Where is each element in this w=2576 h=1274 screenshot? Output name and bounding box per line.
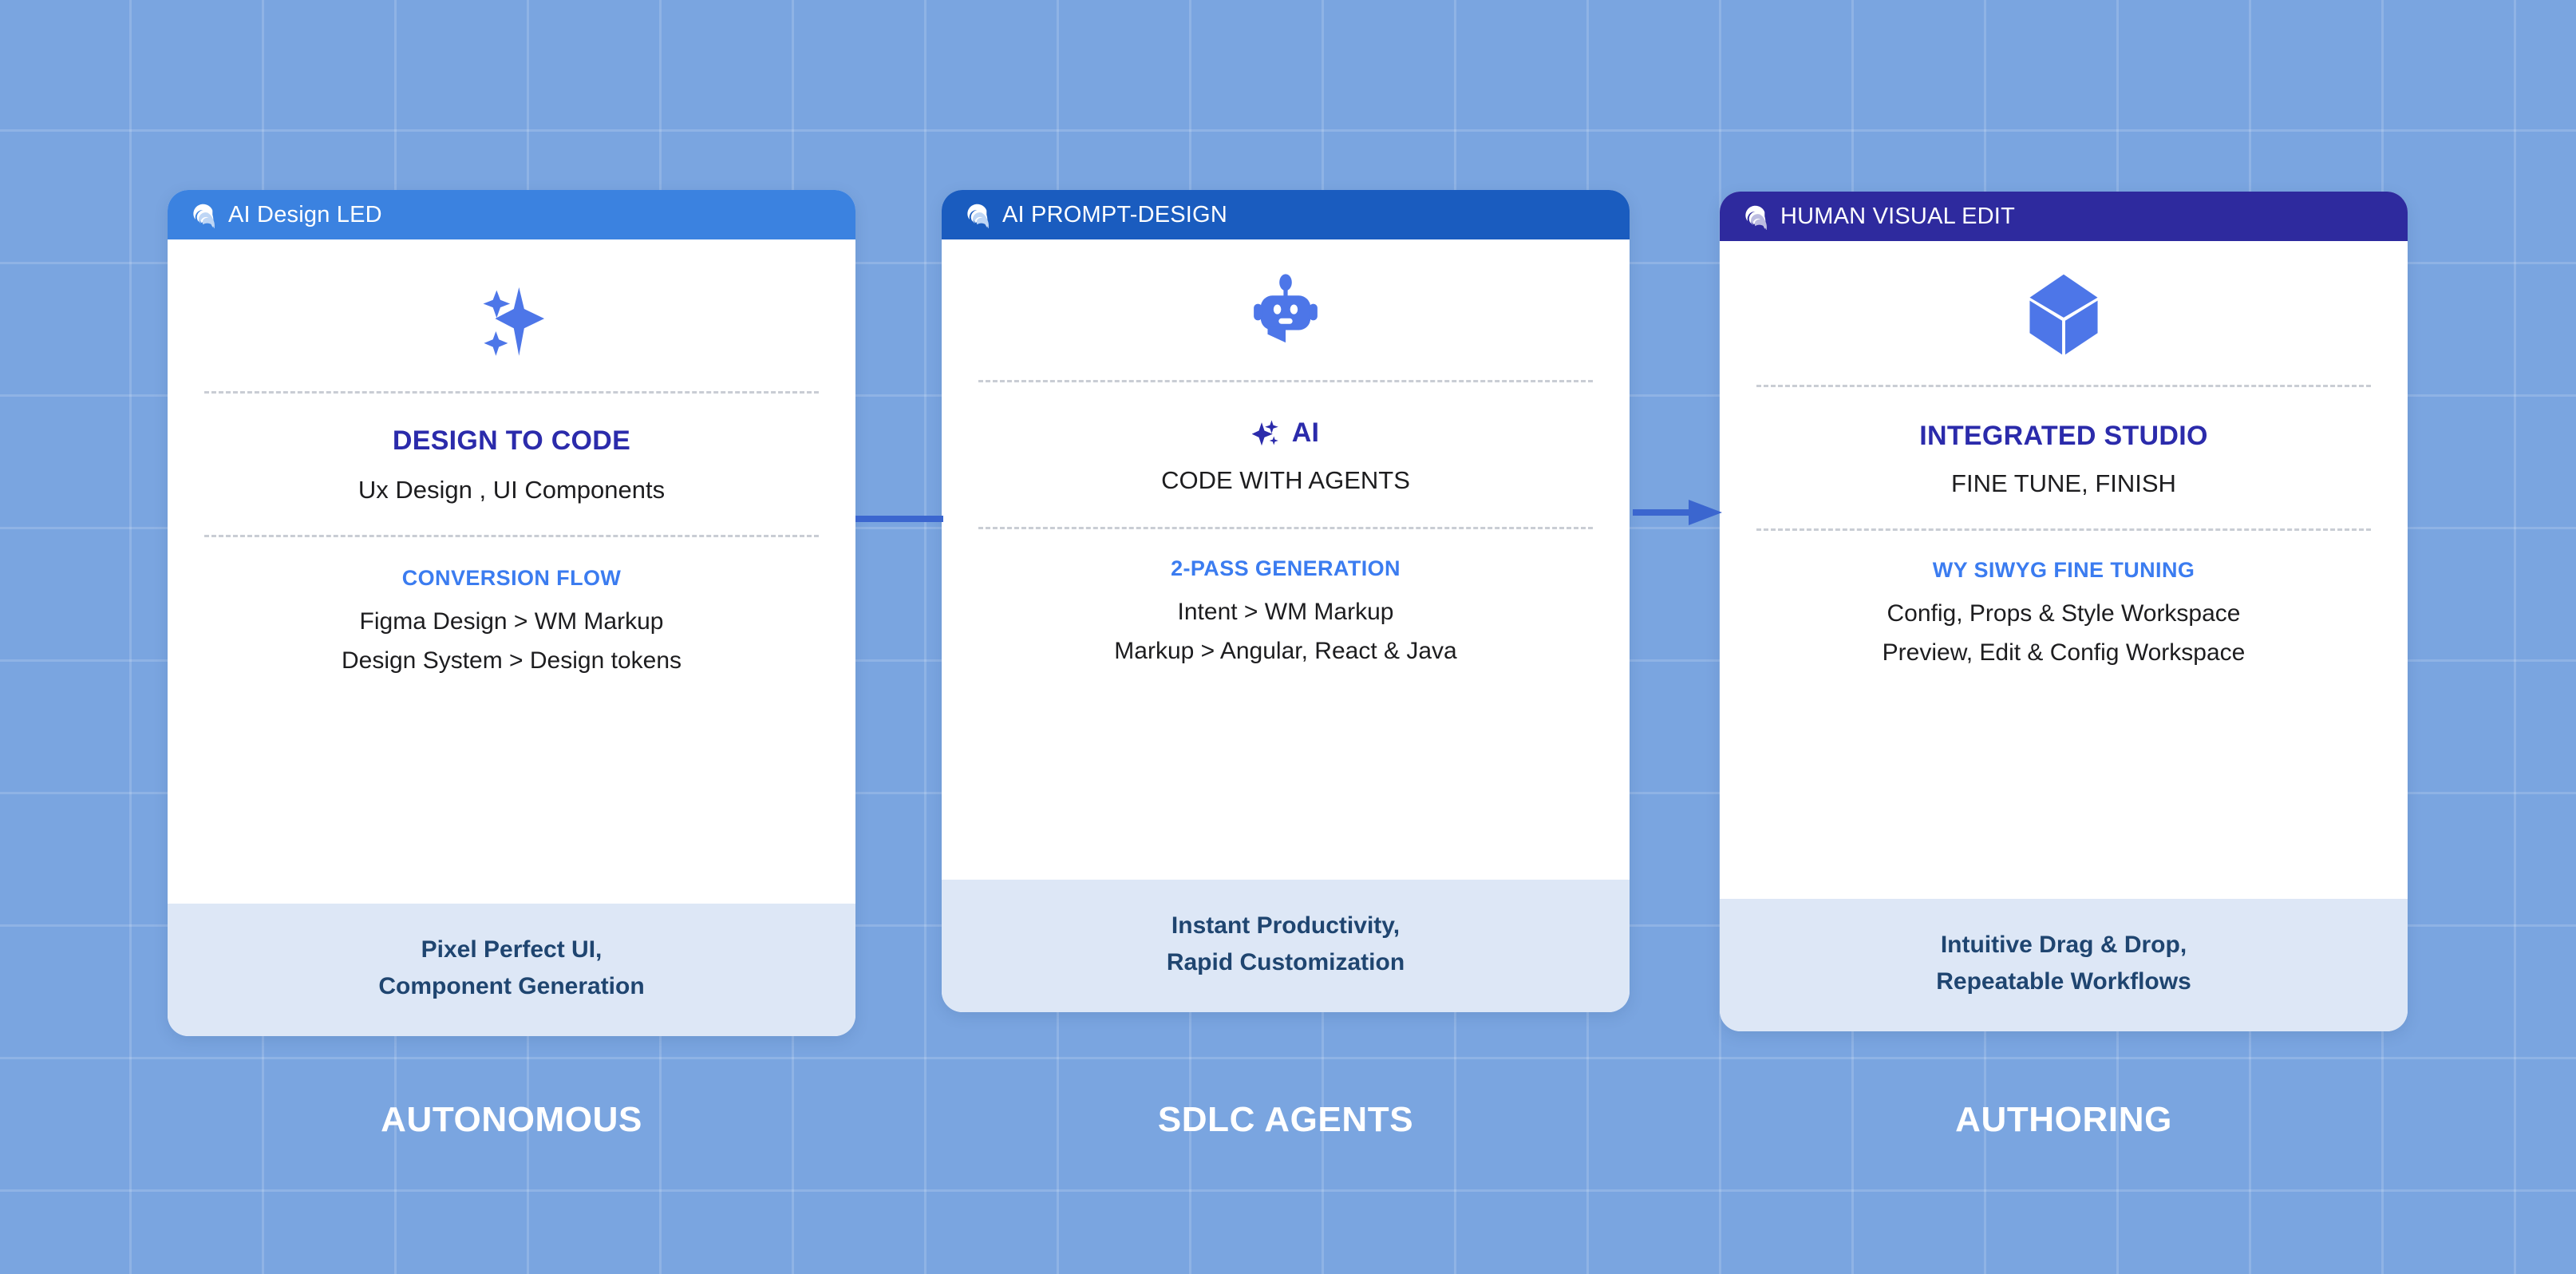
wave-logo-icon <box>1740 203 1768 231</box>
detail-line: Config, Props & Style Workspace <box>1887 600 2241 627</box>
divider-top <box>204 391 819 394</box>
card-header-label: AI Design LED <box>228 201 382 228</box>
card-heading: DESIGN TO CODE <box>392 425 631 456</box>
stage-card-authoring[interactable]: HUMAN VISUAL EDIT INTEGRATED STUDIO FINE… <box>1720 192 2408 1031</box>
card-heading: AI <box>1291 417 1320 448</box>
detail-line: Figma Design > WM Markup <box>359 608 664 635</box>
robot-chat-icon <box>978 268 1593 356</box>
detail-line: Intent > WM Markup <box>1177 599 1394 625</box>
sparkles-icon <box>204 273 819 367</box>
sparkle-ai-icon <box>1251 419 1286 448</box>
card-footer-line: Pixel Perfect UI, <box>421 936 603 963</box>
wave-logo-icon <box>188 201 215 230</box>
stage-card-sdlc-agents[interactable]: AI PROMPT-DESIGN <box>942 190 1630 1012</box>
card-body: AI CODE WITH AGENTS 2-PASS GENERATION In… <box>942 239 1630 880</box>
stage-caption-authoring: AUTHORING <box>1955 1100 2172 1139</box>
stage-caption-sdlc-agents: SDLC AGENTS <box>1157 1100 1414 1139</box>
card-header-label: HUMAN VISUAL EDIT <box>1780 203 2015 229</box>
card-footer-line: Intuitive Drag & Drop, <box>1940 932 2187 958</box>
detail-line: Preview, Edit & Config Workspace <box>1882 639 2246 666</box>
card-body: INTEGRATED STUDIO FINE TUNE, FINISH WY S… <box>1720 241 2408 899</box>
card-header-label: AI PROMPT-DESIGN <box>1002 201 1227 228</box>
card-footer-line: Instant Productivity, <box>1171 912 1401 939</box>
card-footer-line: Component Generation <box>378 973 645 999</box>
section-label: CONVERSION FLOW <box>401 566 622 590</box>
divider-bottom <box>204 535 819 537</box>
cube-3d-icon <box>1756 267 2371 362</box>
card-header: AI Design LED <box>168 190 855 239</box>
card-subheading: CODE WITH AGENTS <box>1161 466 1410 494</box>
card-footer: Instant Productivity, Rapid Customizatio… <box>942 880 1630 1012</box>
card-footer: Pixel Perfect UI, Component Generation <box>168 904 855 1036</box>
card-header: HUMAN VISUAL EDIT <box>1720 192 2408 241</box>
card-subheading: Ux Design , UI Components <box>358 476 666 504</box>
card-heading-group: AI <box>1251 417 1320 449</box>
detail-line: Design System > Design tokens <box>341 647 682 674</box>
section-label: 2-PASS GENERATION <box>1171 556 1401 580</box>
card-body: DESIGN TO CODE Ux Design , UI Components… <box>168 239 855 904</box>
card-footer-line: Repeatable Workflows <box>1936 968 2191 995</box>
wave-logo-icon <box>962 201 990 230</box>
card-header: AI PROMPT-DESIGN <box>942 190 1630 239</box>
stage-card-autonomous[interactable]: AI Design LED DESIGN TO CODE Ux Design ,… <box>168 190 855 1036</box>
detail-line: Markup > Angular, React & Java <box>1114 637 1457 664</box>
divider-top <box>978 380 1593 382</box>
divider-top <box>1756 385 2371 387</box>
card-subheading: FINE TUNE, FINISH <box>1951 469 2176 497</box>
card-heading: INTEGRATED STUDIO <box>1919 421 2208 451</box>
stage-caption-autonomous: AUTONOMOUS <box>381 1100 642 1139</box>
section-label: WY SIWYG FINE TUNING <box>1932 558 2195 582</box>
divider-bottom <box>978 527 1593 529</box>
connector-card1-to-card2 <box>855 495 943 543</box>
card-footer-line: Rapid Customization <box>1166 949 1405 975</box>
card-footer: Intuitive Drag & Drop, Repeatable Workfl… <box>1720 899 2408 1031</box>
connector-card2-to-card3 <box>1633 489 1722 536</box>
divider-bottom <box>1756 528 2371 531</box>
